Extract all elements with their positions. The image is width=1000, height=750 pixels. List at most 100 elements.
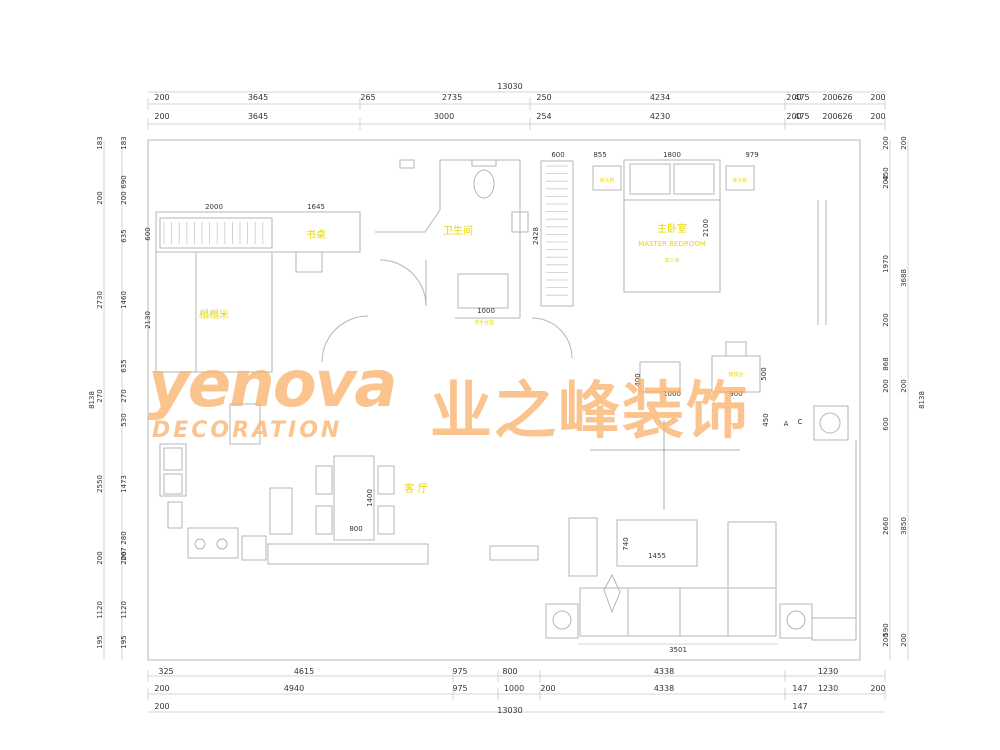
bot-dim-r1-4: 4338 [654, 667, 674, 676]
top-dim-r2-7: 200 [822, 112, 837, 121]
right-dim-i-7: 600 [882, 417, 890, 430]
top-total-dim: 13030 [497, 82, 522, 91]
top-dim-r1-2: 265 [360, 93, 375, 102]
bot-dim-r2-2: 975 [452, 684, 467, 693]
dim-tv-w: 1455 [648, 552, 666, 560]
dim-desk-h: 400 [634, 373, 642, 386]
left-dim-i-12: 1120 [120, 601, 128, 619]
bot-dim-r1-3: 800 [502, 667, 517, 676]
left-dim-i-1: 690 [120, 175, 128, 188]
right-dim-o-0: 200 [900, 136, 908, 149]
top-dim-r1-5: 4234 [650, 93, 670, 102]
right-dim-i-5: 868 [882, 357, 890, 370]
top-dim-r2-5: 200 [786, 112, 801, 121]
left-dim-i-3: 635 [120, 229, 128, 242]
ac-label-c: C [798, 418, 803, 426]
label-bedside-right: 床头柜 [732, 177, 747, 184]
left-dim-o-3: 270 [96, 389, 104, 402]
bot-dim-r2-1: 4940 [284, 684, 304, 693]
right-dim-i-3: 1970 [882, 255, 890, 273]
dim-closet-w: 600 [551, 151, 564, 159]
left-dim-o-0: 183 [96, 136, 104, 149]
bottom-dim-left: 200 [154, 702, 169, 711]
right-dim-o-1: 3688 [900, 269, 908, 287]
right-dim-o-4: 200 [900, 633, 908, 646]
left-dim-o-5: 200 [96, 551, 104, 564]
label-bath-basin: 洗手台盆 [474, 319, 494, 326]
bot-dim-r2-8: 200 [870, 684, 885, 693]
bot-dim-r2-6: 147 [792, 684, 807, 693]
dim-tatami-h: 2130 [144, 311, 152, 329]
bot-dim-r2-0: 200 [154, 684, 169, 693]
top-dim-r1-9: 626 [837, 93, 852, 102]
left-dim-o-7: 195 [96, 635, 104, 648]
left-dim-i-11: 200 [120, 551, 128, 564]
dim-table-w: 800 [349, 525, 362, 533]
top-dim-r2-3: 254 [536, 112, 551, 121]
bot-dim-r1-0: 325 [158, 667, 173, 676]
label-master-bedroom-en: MASTER BEDROOM [638, 240, 706, 248]
ac-label-a: A [784, 420, 789, 428]
bottom-dim-right: 147 [792, 702, 807, 711]
top-dim-r2-1: 3645 [248, 112, 268, 121]
top-dim-r2-4: 4230 [650, 112, 670, 121]
watermark-brand-en: yenova [148, 348, 398, 422]
top-dim-r1-10: 200 [870, 93, 885, 102]
left-dim-i-8: 1473 [120, 475, 128, 493]
right-dim-i-4: 200 [882, 313, 890, 326]
label-bedside-left: 床头柜 [599, 177, 614, 184]
dim-sofa-w: 3501 [669, 646, 687, 654]
left-dim-i-0: 183 [120, 136, 128, 149]
watermark-brand-sub: DECORATION [152, 418, 343, 443]
label-bathroom: 卫生间 [443, 224, 473, 237]
right-dim-o-2: 200 [900, 379, 908, 392]
dim-study-w2: 1645 [307, 203, 325, 211]
bot-dim-r2-3: 1000 [504, 684, 524, 693]
dim-table-h: 1400 [366, 489, 374, 507]
right-dim-i-1: 450 [882, 167, 890, 180]
bottom-total-dim: 13030 [497, 706, 522, 715]
right-dim-i-8: 2660 [882, 517, 890, 535]
label-tatami: 榻榻米 [199, 308, 229, 321]
top-dim-r2-8: 626 [837, 112, 852, 121]
top-dim-r1-6: 200 [786, 93, 801, 102]
top-dim-r1-3: 2735 [442, 93, 462, 102]
label-study: 书桌 [306, 228, 326, 241]
left-dim-i-2: 200 [120, 191, 128, 204]
top-dim-r1-1: 3645 [248, 93, 268, 102]
left-dim-i-4: 1460 [120, 291, 128, 309]
left-dim-i-7: 530 [120, 413, 128, 426]
watermark-logo: yenova DECORATION [140, 348, 430, 447]
right-dim-i-0: 200 [882, 136, 890, 149]
top-dim-r2-0: 200 [154, 112, 169, 121]
top-dim-r1-4: 250 [536, 93, 551, 102]
dim-study-h: 600 [144, 227, 152, 240]
walls [147, 139, 861, 661]
bot-dim-r2-4: 200 [540, 684, 555, 693]
dim-bed-w: 1800 [663, 151, 681, 159]
label-dresser: 梳妆台 [728, 371, 743, 378]
dim-bed-right: 979 [745, 151, 758, 159]
left-dim-o-2: 2730 [96, 291, 104, 309]
top-dim-r2-9: 200 [870, 112, 885, 121]
left-total-dim: 8138 [88, 391, 96, 409]
bot-dim-r1-5: 1230 [818, 667, 838, 676]
inner-dimensions: 2000 1645 600 2130 1000 600 2428 855 180… [144, 151, 778, 654]
bot-dim-r2-5: 4338 [654, 684, 674, 693]
label-living-room: 客 厅 [404, 482, 427, 495]
dim-tv-h: 740 [622, 537, 630, 550]
top-dim-r1-0: 200 [154, 93, 169, 102]
room-labels: 书桌 榻榻米 卫生间 主卧室 MASTER BEDROOM 双人床 客 厅 床头… [199, 177, 803, 495]
bot-dim-r1-2: 975 [452, 667, 467, 676]
left-dim-o-6: 1120 [96, 601, 104, 619]
top-dim-r2-2: 3000 [434, 112, 454, 121]
bot-dim-r1-1: 4615 [294, 667, 314, 676]
dim-closet-h: 2428 [532, 227, 540, 245]
left-dim-i-10: 267 [120, 547, 128, 560]
top-dim-r1-7: 475 [794, 93, 809, 102]
label-bed: 双人床 [664, 257, 679, 264]
